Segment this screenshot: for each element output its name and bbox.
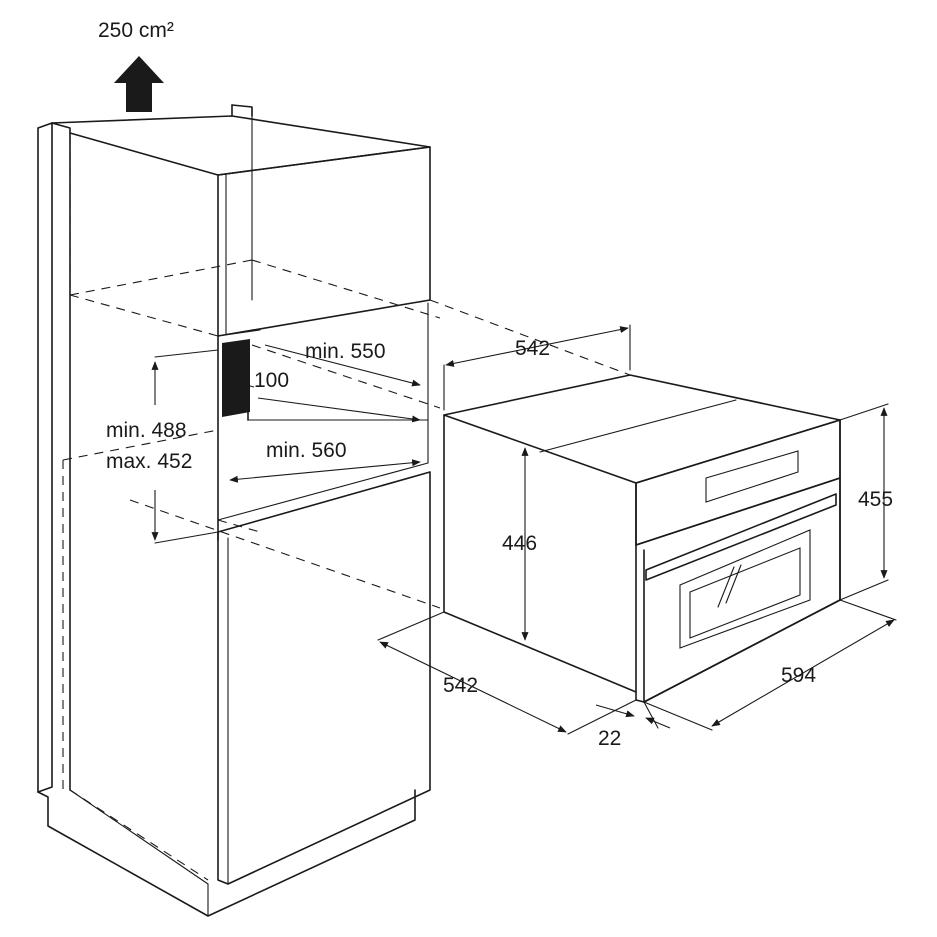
cabinet-depth-label: min. 550 [305, 340, 386, 363]
display-window [705, 450, 799, 503]
glass-glint [717, 566, 735, 608]
cabinet-top [51, 115, 431, 176]
cabinet [37, 104, 431, 917]
niche-height-max-label: max. 452 [106, 450, 192, 473]
hidden-edges [62, 135, 631, 881]
cabinet-plinth [37, 789, 416, 917]
oven-height-front-label: 455 [858, 488, 893, 511]
niche-height-min-label: min. 488 [106, 419, 187, 442]
cabinet-back-panel-top [231, 104, 253, 117]
cabinet-left-panel [37, 122, 53, 793]
door-window [679, 529, 811, 649]
oven-body-side [443, 414, 637, 693]
door-handle [645, 493, 837, 581]
oven-depth-bottom-label: 542 [443, 674, 478, 697]
labels: 250 cm² min. 550 100 min. 488 max. 452 m… [98, 19, 893, 750]
vent-slot [222, 339, 250, 417]
oven-width-label: 594 [781, 664, 816, 687]
lower-door [217, 471, 431, 885]
dimension-lines [151, 324, 897, 735]
niche-width-label: min. 560 [266, 439, 347, 462]
cabinet-left-edge [51, 122, 71, 791]
vent-slot-label: 100 [254, 369, 289, 392]
oven-top [443, 374, 841, 484]
up-arrow-icon [114, 56, 164, 112]
control-panel [635, 419, 841, 546]
oven-height-body-label: 446 [502, 532, 537, 555]
upper-door [217, 146, 431, 337]
oven-depth-top-label: 542 [515, 337, 550, 360]
vent-area-label: 250 cm² [98, 19, 174, 42]
front-panel-depth-label: 22 [598, 727, 621, 750]
